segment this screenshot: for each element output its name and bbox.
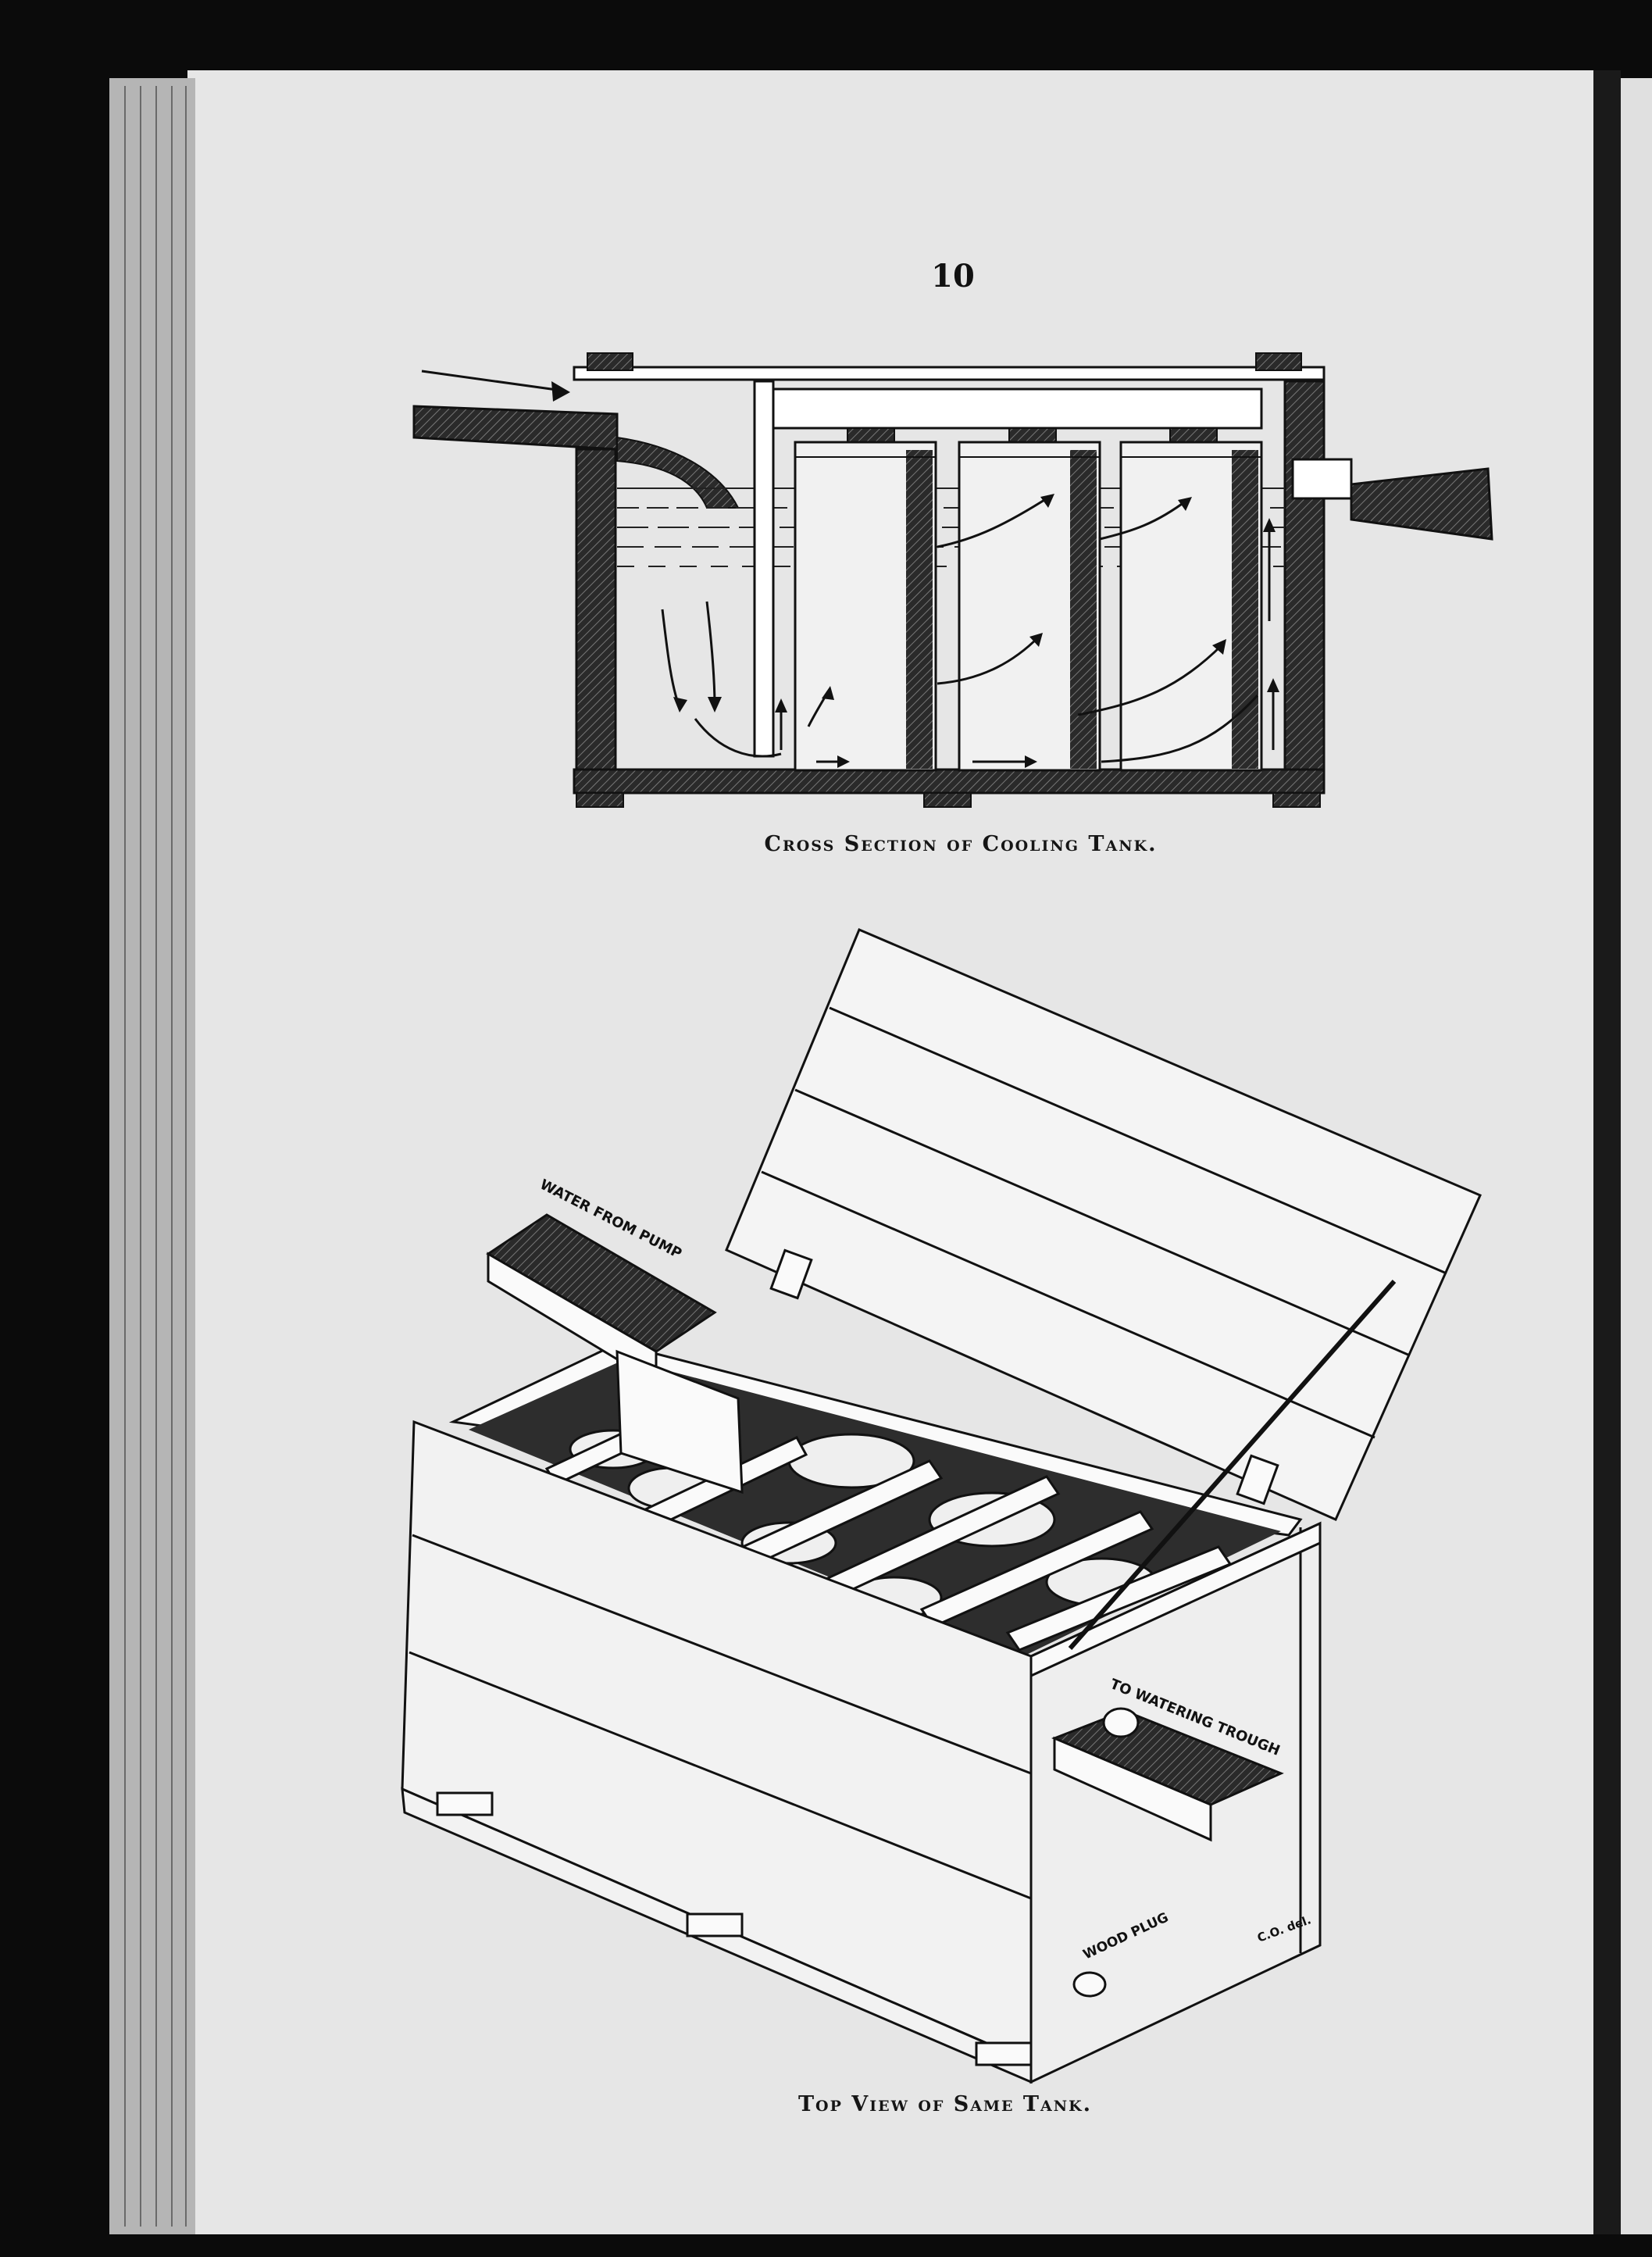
outlet-trough <box>1350 467 1493 541</box>
front-wall-boards <box>409 1534 1032 1900</box>
right-page-edge <box>1593 70 1621 2234</box>
box-foot-right <box>975 2041 1033 2066</box>
tank-floor <box>573 768 1326 795</box>
page-number: 10 <box>931 258 975 295</box>
inlet-arrow-head <box>551 381 570 402</box>
inlet-box <box>615 1349 744 1495</box>
flow-arrows <box>661 495 1275 763</box>
top-cover-bar <box>772 387 1263 430</box>
cross-section-figure <box>412 352 1493 808</box>
right-page-sliver <box>1621 78 1652 2234</box>
flow-arrow-heads <box>673 494 1279 768</box>
corner-cap-left <box>587 352 633 371</box>
binding-edge <box>109 78 195 2234</box>
floor-foot-mid <box>923 792 972 808</box>
box-foot-mid <box>686 1912 744 1937</box>
figure-caption-top-view: Top View of Same Tank. <box>797 2092 1093 2116</box>
figure-caption-cross-section: Cross Section of Cooling Tank. <box>764 832 1158 856</box>
stirring-rod <box>1068 1280 1397 1650</box>
tank-left-wall <box>575 448 617 771</box>
wood-plug <box>1072 1971 1107 1998</box>
corner-cap-right <box>1255 352 1302 371</box>
floor-foot-right <box>1272 792 1321 808</box>
milk-can-2 <box>958 427 1101 772</box>
inlet-arrow-line <box>421 370 563 392</box>
tank-lid <box>725 928 1482 1521</box>
tank-right-wall <box>1283 380 1326 771</box>
binding-lines <box>124 86 187 2227</box>
right-wall-top-rail <box>1029 1521 1322 1678</box>
top-view-figure: WATER FROM PUMP TO WATERING TROUGH WOOD … <box>401 928 1482 2084</box>
lid-board-lines <box>761 1006 1447 1439</box>
baffle-board <box>753 380 775 758</box>
milk-can-1 <box>794 427 937 772</box>
hinge-right <box>1236 1454 1279 1505</box>
hinge-left <box>769 1248 813 1300</box>
outlet-pipe <box>1102 1707 1140 1738</box>
outlet-pipe-collar <box>1291 458 1353 500</box>
outlet-trough-side <box>1053 1736 1212 1842</box>
floor-foot-left <box>576 792 624 808</box>
tank-top-rim <box>573 366 1326 381</box>
box-foot-left <box>436 1791 494 1816</box>
milk-can-3 <box>1119 427 1263 772</box>
